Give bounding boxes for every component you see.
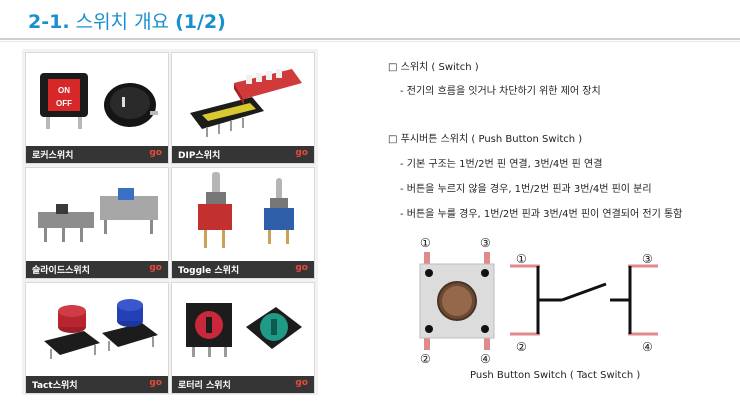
pin-2-label: ② bbox=[420, 352, 431, 366]
go-link[interactable]: go bbox=[295, 263, 308, 273]
push-button-item-1: - 기본 구조는 1번/2번 핀 연결, 3번/4번 핀 연결 bbox=[400, 159, 603, 170]
go-link[interactable]: go bbox=[149, 148, 162, 158]
title-bar: 2-1. 스위치 개요 (1/2) bbox=[0, 0, 740, 40]
switch-definition: - 전기의 흐름을 잇거나 차단하기 위한 제어 장치 bbox=[400, 86, 601, 97]
title-rule bbox=[0, 38, 740, 40]
go-link[interactable]: go bbox=[149, 378, 162, 388]
gallery-item-rotary[interactable]: 로터리 스위치 go bbox=[171, 282, 315, 394]
push-button-schematic bbox=[419, 252, 658, 350]
rotary-switch-image bbox=[186, 303, 302, 357]
gallery-item-dip[interactable]: DIP스위치 go bbox=[171, 52, 315, 164]
pin-1-label: ① bbox=[420, 236, 431, 250]
push-button-diagram: ① ③ ② ④ ① ② ③ ④ Push Button Switch ( Tac… bbox=[414, 236, 674, 386]
push-button-item-3: - 버튼을 누를 경우, 1번/2번 핀과 3번/4번 핀이 연결되어 전기 통… bbox=[400, 209, 683, 220]
gallery-caption: 로커스위치 go bbox=[26, 146, 168, 163]
gallery-caption: 슬라이드스위치 go bbox=[26, 261, 168, 278]
schematic-pin-4-label: ④ bbox=[642, 340, 653, 354]
gallery-item-tact[interactable]: Tact스위치 go bbox=[25, 282, 169, 394]
go-link[interactable]: go bbox=[295, 378, 308, 388]
pin-3-label: ③ bbox=[480, 236, 491, 250]
page-title: 2-1. 스위치 개요 (1/2) bbox=[28, 11, 226, 33]
gallery-caption: DIP스위치 go bbox=[172, 146, 314, 163]
diagram-caption: Push Button Switch ( Tact Switch ) bbox=[470, 370, 641, 381]
rocker-switch-image: ON OFF bbox=[40, 73, 158, 129]
gallery-caption: Tact스위치 go bbox=[26, 376, 168, 393]
rocker-off-label: OFF bbox=[56, 99, 72, 108]
schematic-pin-2-label: ② bbox=[516, 340, 527, 354]
tact-switch-image bbox=[44, 299, 158, 359]
pin-4-label: ④ bbox=[480, 352, 491, 366]
switch-heading: □ 스위치 ( Switch ) bbox=[388, 62, 479, 73]
dip-switch-image bbox=[190, 69, 302, 137]
go-link[interactable]: go bbox=[295, 148, 308, 158]
schematic-pin-3-label: ③ bbox=[642, 252, 653, 266]
switch-gallery: ON OFF 로커스위치 go bbox=[22, 49, 318, 395]
schematic-pin-1-label: ① bbox=[516, 252, 527, 266]
gallery-caption: Toggle 스위치 go bbox=[172, 261, 314, 278]
push-button-item-2: - 버튼을 누르지 않을 경우, 1번/2번 핀과 3번/4번 핀이 분리 bbox=[400, 184, 652, 195]
gallery-item-toggle[interactable]: Toggle 스위치 go bbox=[171, 167, 315, 279]
gallery-item-slide[interactable]: 슬라이드스위치 go bbox=[25, 167, 169, 279]
slide-switch-image bbox=[38, 188, 158, 242]
toggle-switch-image bbox=[198, 172, 294, 248]
go-link[interactable]: go bbox=[149, 263, 162, 273]
rocker-on-label: ON bbox=[58, 86, 70, 95]
gallery-item-rocker[interactable]: ON OFF 로커스위치 go bbox=[25, 52, 169, 164]
gallery-caption: 로터리 스위치 go bbox=[172, 376, 314, 393]
push-button-heading: □ 푸시버튼 스위치 ( Push Button Switch ) bbox=[388, 134, 583, 145]
title-rule-secondary bbox=[0, 41, 740, 42]
